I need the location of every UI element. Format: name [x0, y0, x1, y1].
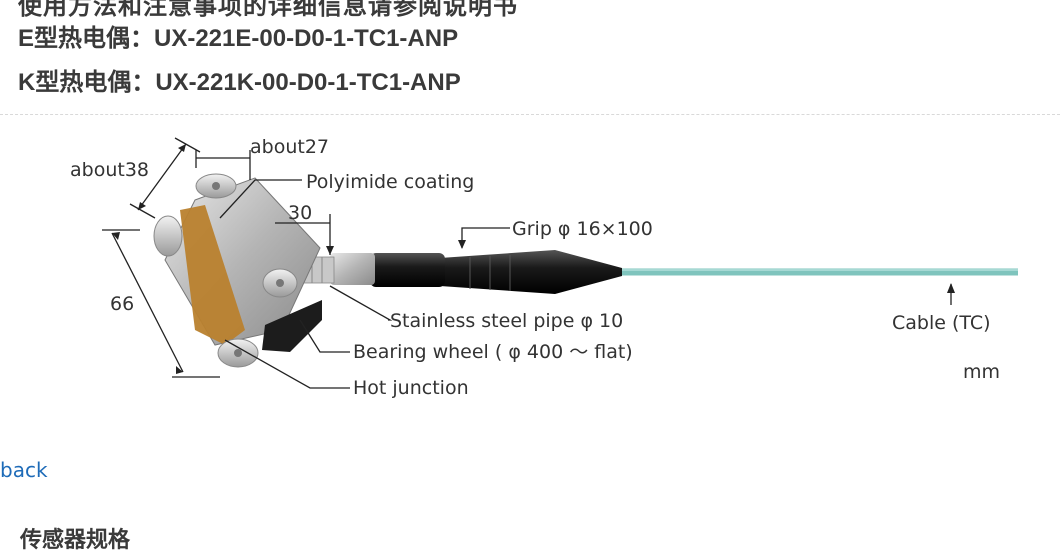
label-30: 30 — [288, 202, 312, 224]
probe-dimension-diagram: about38 about27 Polyimide coating 30 Gri… — [70, 136, 1018, 399]
head-base-block — [262, 300, 322, 352]
section-divider — [0, 114, 1060, 115]
header-cut-text: 使用方法和注意事项的详细信息请参阅说明书 — [18, 0, 518, 20]
footer-cut-text: 传感器规格 — [20, 527, 131, 552]
label-grip: Grip φ 16×100 — [512, 218, 653, 240]
model-e-type: E型热电偶：UX-221E-00-D0-1-TC1-ANP — [18, 25, 459, 52]
back-link[interactable]: back — [0, 458, 48, 482]
bearing-wheel-left — [153, 215, 183, 257]
dimension-lines — [102, 137, 952, 389]
model-k-type: K型热电偶：UX-221K-00-D0-1-TC1-ANP — [18, 69, 461, 96]
arrowheads — [112, 144, 955, 374]
label-unit: mm — [963, 361, 1000, 383]
label-hot-junction: Hot junction — [353, 377, 469, 399]
polyimide-coating-strip — [180, 205, 245, 345]
label-66: 66 — [110, 293, 134, 315]
label-polyimide-coating: Polyimide coating — [306, 171, 474, 193]
sensor-head — [153, 173, 322, 368]
label-about38: about38 — [70, 159, 149, 181]
label-bearing-wheel: Bearing wheel ( φ 400 ～ flat) — [353, 341, 633, 363]
label-about27: about27 — [250, 136, 329, 158]
label-cable: Cable (TC) — [892, 312, 991, 334]
label-stainless-pipe: Stainless steel pipe φ 10 — [390, 310, 623, 332]
grip-handle — [370, 250, 622, 294]
